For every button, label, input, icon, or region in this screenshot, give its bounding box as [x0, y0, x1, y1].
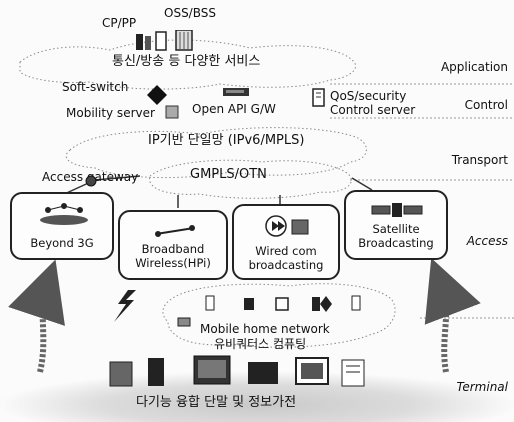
gmpls-label: GMPLS/OTN — [190, 167, 267, 182]
access-box-broadband-wireless: Broadband Wireless(HPi) — [118, 210, 228, 280]
terminal-devices-label: 다기능 융합 단말 및 정보가전 — [136, 395, 297, 410]
laptop-icon — [177, 317, 191, 327]
home-network-label-line1: Mobile home network — [200, 322, 330, 336]
home-network-cloud — [162, 283, 396, 348]
oss-bss-label: OSS/BSS — [164, 6, 216, 20]
home-network-label-line2: 유비쿼터스 컴퓨팅 — [214, 337, 307, 351]
access-box-label: Broadband Wireless(HPi) — [135, 242, 211, 270]
lightning-icon — [114, 290, 136, 322]
application-cloud — [19, 39, 357, 90]
qos-label-line1: QoS/security — [330, 89, 407, 103]
right-uplink-arrow — [424, 257, 481, 373]
qos-label-line2: Control server — [330, 103, 416, 117]
access-box-wired-broadcasting: Wired com broadcasting — [232, 204, 340, 280]
api-gateway-icon — [223, 88, 249, 96]
ip-network-label: IP기반 단일망 (IPv6/MPLS) — [148, 133, 305, 148]
broadcast-dish-icon — [265, 215, 309, 237]
access-box-label: Wired com broadcasting — [248, 244, 324, 272]
satellite-icon — [371, 203, 423, 217]
cp-pp-label: CP/PP — [102, 16, 137, 30]
layer-separators — [330, 83, 514, 319]
access-box-satellite-broadcasting: Satellite Broadcasting — [344, 190, 448, 260]
open-api-label: Open API G/W — [192, 102, 276, 116]
left-uplink-arrow — [8, 259, 66, 373]
mobility-server-label: Mobility server — [66, 106, 155, 120]
terminal-devices-icons — [109, 355, 365, 387]
soft-switch-icon — [147, 85, 167, 105]
qos-server-icon — [312, 88, 325, 107]
layer-access: Access — [466, 234, 508, 248]
home-devices-icons — [205, 295, 361, 312]
layer-terminal: Terminal — [456, 380, 508, 394]
access-box-beyond-3g: Beyond 3G — [10, 192, 114, 260]
access-box-label: Beyond 3G — [30, 236, 94, 250]
layer-transport: Transport — [451, 153, 508, 167]
access-gateway-icon — [85, 175, 97, 187]
access-box-label: Satellite Broadcasting — [358, 222, 434, 250]
server-rack-icon — [136, 30, 193, 51]
mobility-server-icon — [165, 105, 179, 119]
services-label: 통신/방송 등 다양한 서비스 — [112, 54, 261, 69]
gmpls-cloud — [149, 159, 352, 199]
soft-switch-label: Soft-switch — [62, 80, 129, 94]
layer-control: Control — [464, 98, 508, 112]
cellular-tower-icon — [40, 203, 88, 225]
wireless-antenna-icon — [155, 225, 195, 237]
layer-application: Application — [440, 60, 508, 74]
